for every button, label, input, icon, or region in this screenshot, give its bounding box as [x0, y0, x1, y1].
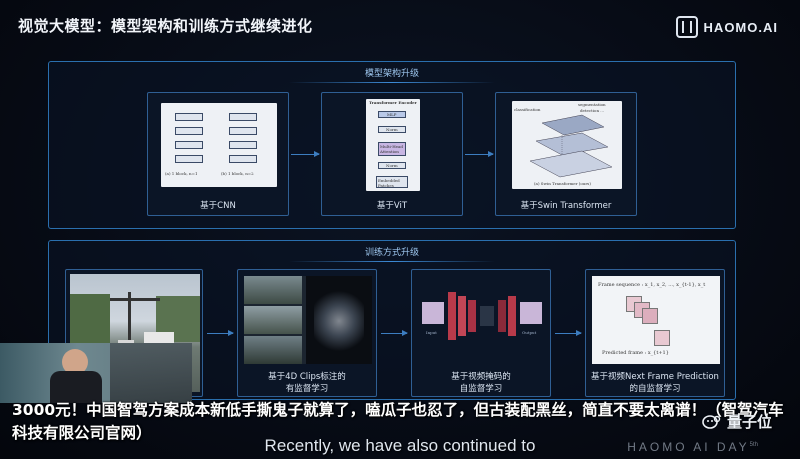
next-frame-sequence-label: Frame sequence : x_1, x_2, ..., x_{t-1},… — [598, 282, 706, 288]
arrow-icon — [291, 151, 320, 157]
cnn-figure-label-a: (a) 1 block, n=1 — [165, 171, 198, 176]
swin-label-caption: (a) Swin Transformer (ours) — [534, 181, 591, 186]
swin-card-caption: 基于Swin Transformer — [520, 201, 612, 211]
video-mask-card: Input Output 基于视频掩码的 自监督学习 — [411, 269, 551, 397]
next-frame-card: Frame sequence : x_1, x_2, ..., x_{t-1},… — [585, 269, 725, 397]
architecture-upgrade-panel: 模型架构升级 (a) 1 block, n=1 (b) 1 block, n=2… — [48, 61, 736, 229]
haomo-logo-text: HAOMO.AI — [703, 19, 778, 35]
arrow-icon — [207, 330, 234, 336]
swin-label-detection: detection ... — [580, 108, 605, 113]
swin-label-segmentation: segmentation — [578, 102, 606, 107]
vit-label-norm1: Norm — [386, 127, 398, 132]
qbitai-watermark-text: 量子位 — [726, 413, 772, 431]
cnn-card-caption: 基于CNN — [200, 201, 236, 211]
cnn-card: (a) 1 block, n=1 (b) 1 block, n=2 基于CNN — [147, 92, 289, 216]
next-frame-predicted-label: Predicted frame : x_{t+1} — [602, 350, 669, 356]
4d-clips-caption-line1: 基于4D Clips标注的 — [268, 372, 346, 382]
video-mask-input-label: Input — [426, 330, 437, 335]
vit-card-caption: 基于ViT — [376, 201, 408, 211]
video-mask-diagram: Input Output — [418, 280, 546, 360]
vit-card: Transformer Encoder MLP Norm Multi-Head … — [321, 92, 463, 216]
event-watermark-sup: 5th — [749, 442, 758, 448]
next-frame-caption-line1: 基于视频Next Frame Prediction — [591, 372, 719, 382]
event-watermark-text: HAOMO AI DAY — [627, 440, 750, 454]
arrow-icon — [555, 330, 582, 336]
swin-card: classification segmentation detection ..… — [495, 92, 637, 216]
arrow-icon — [465, 151, 494, 157]
video-mask-caption-line2: 自监督学习 — [459, 384, 503, 394]
swin-layers-graphic — [529, 114, 613, 178]
video-mask-caption-line1: 基于视频掩码的 — [451, 372, 511, 382]
4d-clips-image — [244, 276, 372, 364]
presenter-video-inset — [0, 343, 192, 403]
cnn-block-diagram: (a) 1 block, n=1 (b) 1 block, n=2 — [161, 103, 277, 187]
vit-label-mlp: MLP — [387, 112, 397, 117]
swin-hierarchy-diagram: classification segmentation detection ..… — [512, 101, 622, 189]
vit-label-patches: Embedded Patches — [378, 178, 400, 188]
architecture-panel-heading: 模型架构升级 — [49, 66, 735, 83]
subtitle-english: Recently, we have also continued to — [264, 436, 536, 455]
vit-label-encoder: Transformer Encoder — [369, 100, 417, 105]
cnn-figure-label-b: (b) 1 block, n=2 — [221, 171, 254, 176]
event-watermark: HAOMO AI DAY5th — [627, 440, 758, 454]
video-mask-output-label: Output — [522, 330, 537, 335]
haomo-logo: HAOMO.AI — [675, 16, 778, 38]
vit-label-attention: Multi-Head Attention — [380, 144, 403, 154]
4d-clips-card: 基于4D Clips标注的 有监督学习 — [237, 269, 377, 397]
arrow-icon — [381, 330, 408, 336]
4d-clips-caption-line2: 有监督学习 — [285, 384, 329, 394]
next-frame-caption-line2: 的自监督学习 — [629, 384, 681, 394]
haomo-logo-mark-icon — [675, 16, 698, 38]
qbitai-logo-icon — [702, 414, 721, 429]
training-panel-heading: 训练方式升级 — [49, 245, 735, 262]
qbitai-watermark: 量子位 — [702, 411, 772, 432]
presenter-head — [62, 349, 88, 375]
slide-title: 视觉大模型：模型架构和训练方式继续进化 — [18, 17, 313, 35]
next-frame-diagram: Frame sequence : x_1, x_2, ..., x_{t-1},… — [592, 276, 720, 364]
subtitle-chinese: 3000元！中国智驾方案成本新低手撕鬼子就算了，嗑瓜子也忍了，但古装配黑丝，简直… — [12, 401, 784, 442]
vit-label-norm2: Norm — [386, 163, 398, 168]
swin-label-classification: classification — [514, 107, 541, 112]
vit-encoder-diagram: Transformer Encoder MLP Norm Multi-Head … — [366, 99, 420, 191]
presenter-body — [50, 371, 102, 403]
